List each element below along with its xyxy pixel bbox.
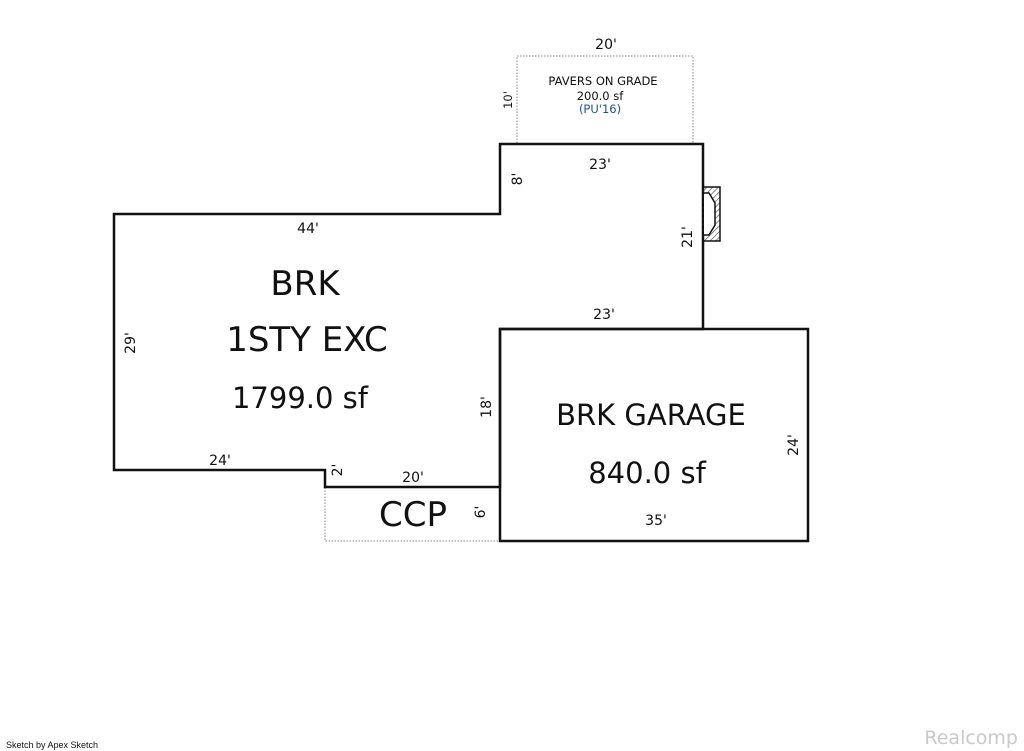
dim-right-side: 21'	[680, 226, 696, 248]
sketch-credit: Sketch by Apex Sketch	[6, 740, 98, 750]
main-area-sqft: 1799.0 sf	[232, 381, 369, 415]
garage-label: BRK GARAGE	[556, 398, 746, 432]
garage-sqft: 840.0 sf	[588, 456, 706, 490]
dim-ccp-width: 20'	[402, 470, 424, 486]
dim-garage-bottom: 35'	[645, 513, 667, 529]
main-area-label-line2: 1STY EXC	[226, 320, 388, 360]
pavers-label: PAVERS ON GRADE	[548, 74, 657, 88]
main-area-label-line1: BRK	[270, 264, 341, 304]
dim-mid-right-width: 23'	[593, 307, 615, 323]
dim-ccp-step: 2'	[330, 464, 346, 477]
dim-ccp-depth: 6'	[473, 506, 489, 519]
dim-main-bottom: 24'	[209, 453, 231, 469]
dim-garage-left: 18'	[479, 396, 495, 418]
dim-garage-right: 24'	[786, 434, 802, 456]
garage-outline	[498, 327, 810, 543]
dim-pavers-depth: 10'	[501, 91, 515, 109]
ccp-label: CCP	[379, 495, 447, 535]
dim-top-right-width: 23'	[589, 157, 611, 173]
dim-pavers-width: 20'	[595, 37, 617, 53]
dim-top-right-step: 8'	[510, 173, 526, 186]
dim-main-top: 44'	[297, 221, 319, 237]
dim-main-left: 29'	[123, 332, 139, 354]
pavers-code: (PU'16)	[579, 102, 621, 116]
pavers-sqft: 200.0 sf	[577, 89, 625, 103]
realcomp-watermark: Realcomp	[924, 727, 1018, 749]
chimney-symbol	[702, 186, 721, 242]
